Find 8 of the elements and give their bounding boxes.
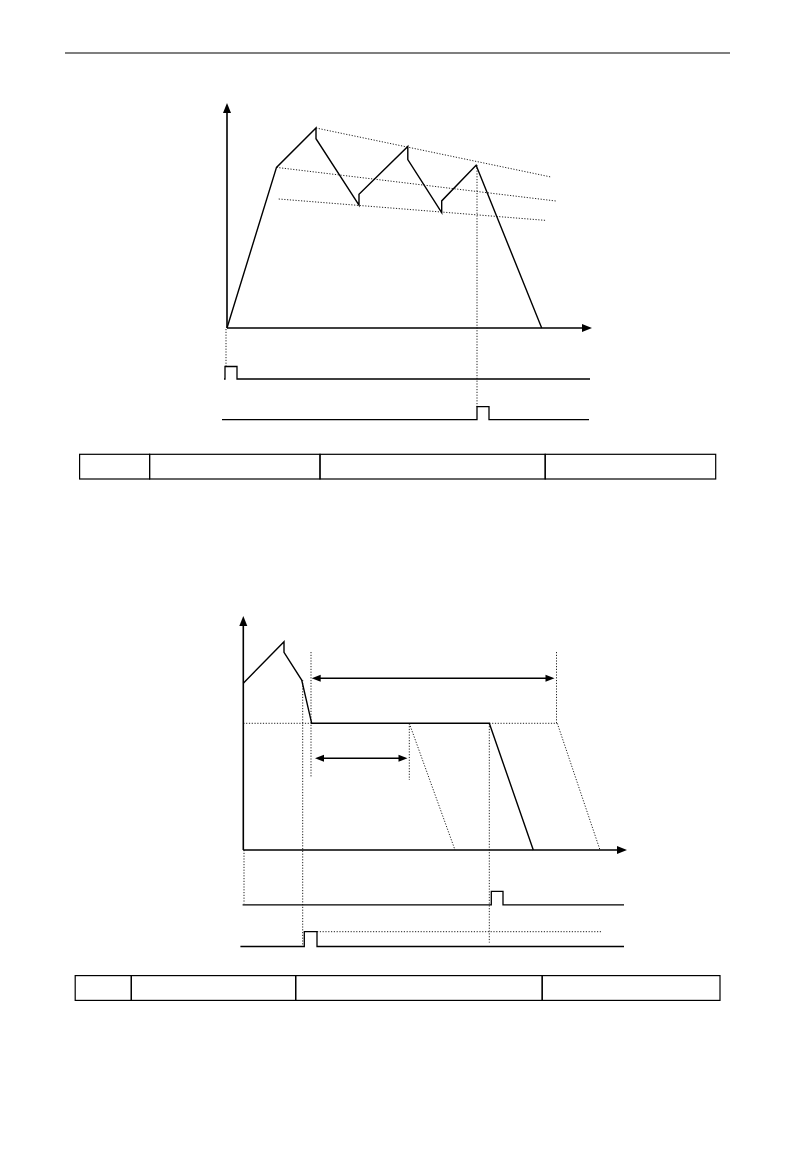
table-cell [544, 453, 717, 480]
table-cell [541, 975, 721, 1001]
table-cell [130, 975, 297, 1001]
table-cell [295, 975, 543, 1001]
table-cell [74, 975, 132, 1001]
table-cell [79, 453, 151, 480]
table-cell [319, 453, 546, 480]
table-cell [149, 453, 321, 480]
